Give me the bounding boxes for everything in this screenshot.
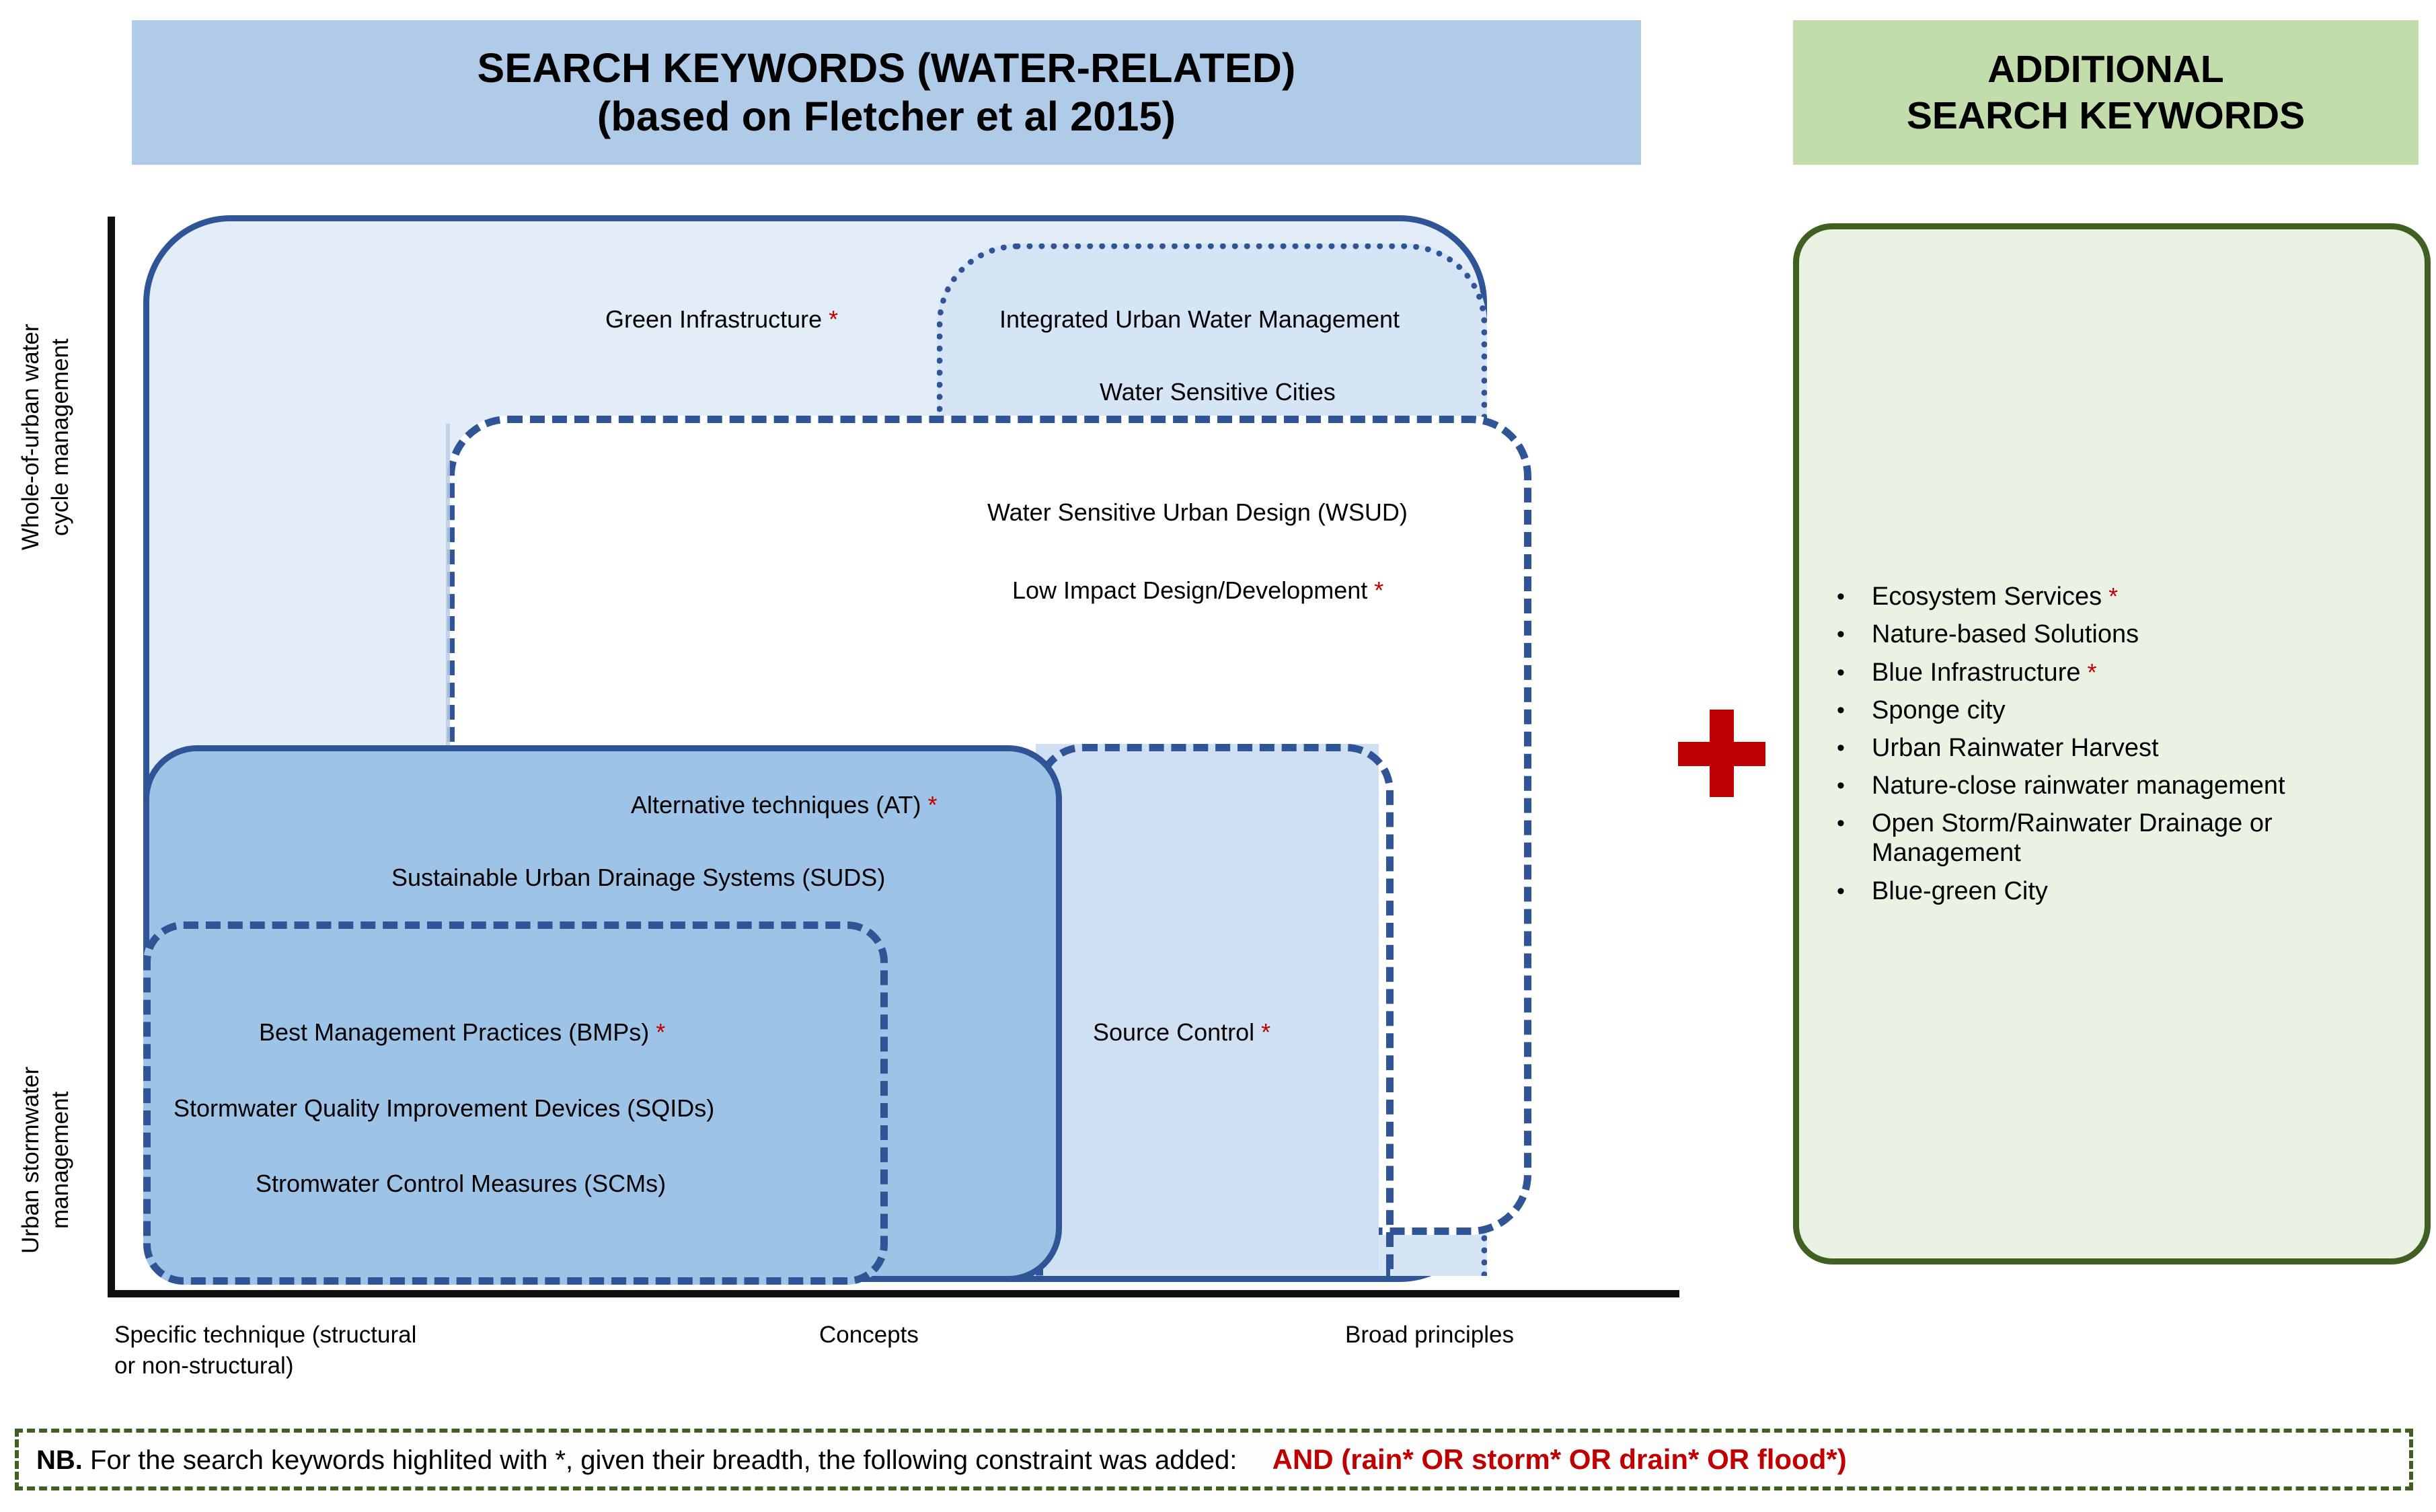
asterisk-marker: *	[2080, 658, 2097, 686]
shape-source-control-fill	[1036, 744, 1379, 1270]
label-integrated-urban-water-management: Integrated Urban Water Management	[999, 305, 1400, 333]
y-axis-label-whole-of-urban-water-cycle: Whole-of-urban water cycle management	[17, 324, 73, 551]
label-stormwater-control-measures: Stromwater Control Measures (SCMs)	[256, 1170, 667, 1197]
bullet-icon: •	[1837, 810, 1845, 837]
footnote-constraint: AND (rain* OR storm* OR drain* OR flood*…	[1272, 1443, 1847, 1475]
label-sustainable-urban-drainage-systems: Sustainable Urban Drainage Systems (SUDS…	[391, 864, 886, 891]
right-panel-header: ADDITIONAL SEARCH KEYWORDS	[1793, 20, 2419, 165]
bullet-icon: •	[1837, 659, 1845, 685]
keyword-list-item-label: Ecosystem Services *	[1872, 582, 2119, 611]
label-green-infrastructure-text: Green Infrastructure	[605, 305, 823, 333]
keyword-list-item-label: Open Storm/Rainwater Drainage or Managem…	[1872, 809, 2273, 868]
bullet-icon: •	[1837, 773, 1845, 799]
footnote-prefix: NB.	[36, 1445, 83, 1475]
footnote-line: NB. For the search keywords highlited wi…	[36, 1443, 2392, 1476]
x-axis-category-specific-technique: Specific technique (structural or non-str…	[114, 1320, 531, 1381]
right-panel-title-line2: SEARCH KEYWORDS	[1906, 93, 2306, 137]
footnote-box: NB. For the search keywords highlited wi…	[15, 1429, 2413, 1490]
keyword-list-item: • Blue-green City	[1837, 876, 2425, 906]
plus-icon	[1678, 710, 1765, 797]
label-source-control: Source Control *	[1093, 1019, 1270, 1046]
asterisk-marker: *	[1374, 576, 1384, 604]
shape-best-management-practices-boundary	[143, 921, 888, 1285]
keyword-list-item-label: Nature-based Solutions	[1872, 620, 2139, 649]
asterisk-marker: *	[656, 1018, 666, 1046]
keyword-list-item: • Blue Infrastructure *	[1837, 658, 2425, 687]
label-low-impact-design-text: Low Impact Design/Development	[1012, 576, 1368, 604]
x-axis-category-line2: or non-structural)	[114, 1352, 294, 1379]
asterisk-marker: *	[2102, 582, 2119, 611]
label-alternative-techniques: Alternative techniques (AT) *	[631, 792, 938, 819]
x-axis-line	[108, 1290, 1679, 1297]
x-axis-category-line1: Specific technique (structural	[114, 1322, 417, 1348]
x-axis-category-broad-principles: Broad principles	[1345, 1322, 1514, 1348]
bullet-icon: •	[1837, 584, 1845, 610]
asterisk-marker: *	[829, 305, 839, 333]
plus-icon-vertical-bar	[1710, 710, 1734, 797]
label-green-infrastructure: Green Infrastructure *	[605, 306, 838, 333]
label-low-impact-design: Low Impact Design/Development *	[1012, 577, 1383, 604]
label-stormwater-quality-improvement-devices: Stormwater Quality Improvement Devices (…	[174, 1094, 715, 1122]
keyword-list-item-label: Urban Rainwater Harvest	[1872, 734, 2159, 763]
x-axis-category-concepts: Concepts	[819, 1322, 919, 1348]
bullet-icon: •	[1837, 697, 1845, 723]
footnote-body: For the search keywords highlited with *…	[90, 1445, 1238, 1475]
label-best-management-practices-text: Best Management Practices (BMPs)	[259, 1018, 650, 1046]
label-water-sensitive-cities: Water Sensitive Cities	[1100, 378, 1336, 406]
keyword-list-item: • Sponge city	[1837, 695, 2425, 725]
keyword-list-item: • Open Storm/Rainwater Drainage or Manage…	[1837, 808, 2425, 868]
keyword-list-item-label: Blue Infrastructure *	[1872, 658, 2097, 687]
keyword-list-item-label: Nature-close rainwater management	[1872, 771, 2285, 800]
label-best-management-practices: Best Management Practices (BMPs) *	[259, 1019, 665, 1046]
shape-source-control-boundary	[1036, 744, 1394, 1277]
left-panel-title-line2: (based on Fletcher et al 2015)	[597, 93, 1176, 139]
keyword-list-item: • Urban Rainwater Harvest	[1837, 733, 2425, 763]
keyword-list-item: • Ecosystem Services *	[1837, 582, 2425, 611]
left-panel-title-line1: SEARCH KEYWORDS (WATER-RELATED)	[477, 44, 1296, 91]
asterisk-marker: *	[927, 791, 938, 819]
keyword-list-item-label: Sponge city	[1872, 695, 2006, 724]
bullet-icon: •	[1837, 878, 1845, 904]
keyword-list-item-label: Blue-green City	[1872, 876, 2048, 905]
label-alternative-techniques-text: Alternative techniques (AT)	[631, 791, 921, 819]
y-axis-label-urban-stormwater-management: Urban stormwater management	[17, 1066, 73, 1254]
label-water-sensitive-urban-design: Water Sensitive Urban Design (WSUD)	[987, 498, 1408, 526]
left-panel-header: SEARCH KEYWORDS (WATER-RELATED) (based o…	[132, 20, 1641, 165]
right-panel-title-line1: ADDITIONAL	[1987, 48, 2224, 91]
additional-keywords-panel: • Ecosystem Services * • Nature-based Solut…	[1793, 223, 2431, 1264]
label-source-control-text: Source Control	[1093, 1018, 1255, 1046]
y-axis-line	[108, 217, 115, 1297]
keyword-list-item: • Nature-based Solutions	[1837, 619, 2425, 649]
bullet-icon: •	[1837, 621, 1845, 648]
asterisk-marker: *	[1261, 1018, 1271, 1046]
bullet-icon: •	[1837, 735, 1845, 761]
keyword-list-item: • Nature-close rainwater management	[1837, 771, 2425, 800]
additional-keywords-list: • Ecosystem Services * • Nature-based Solut…	[1799, 574, 2425, 913]
